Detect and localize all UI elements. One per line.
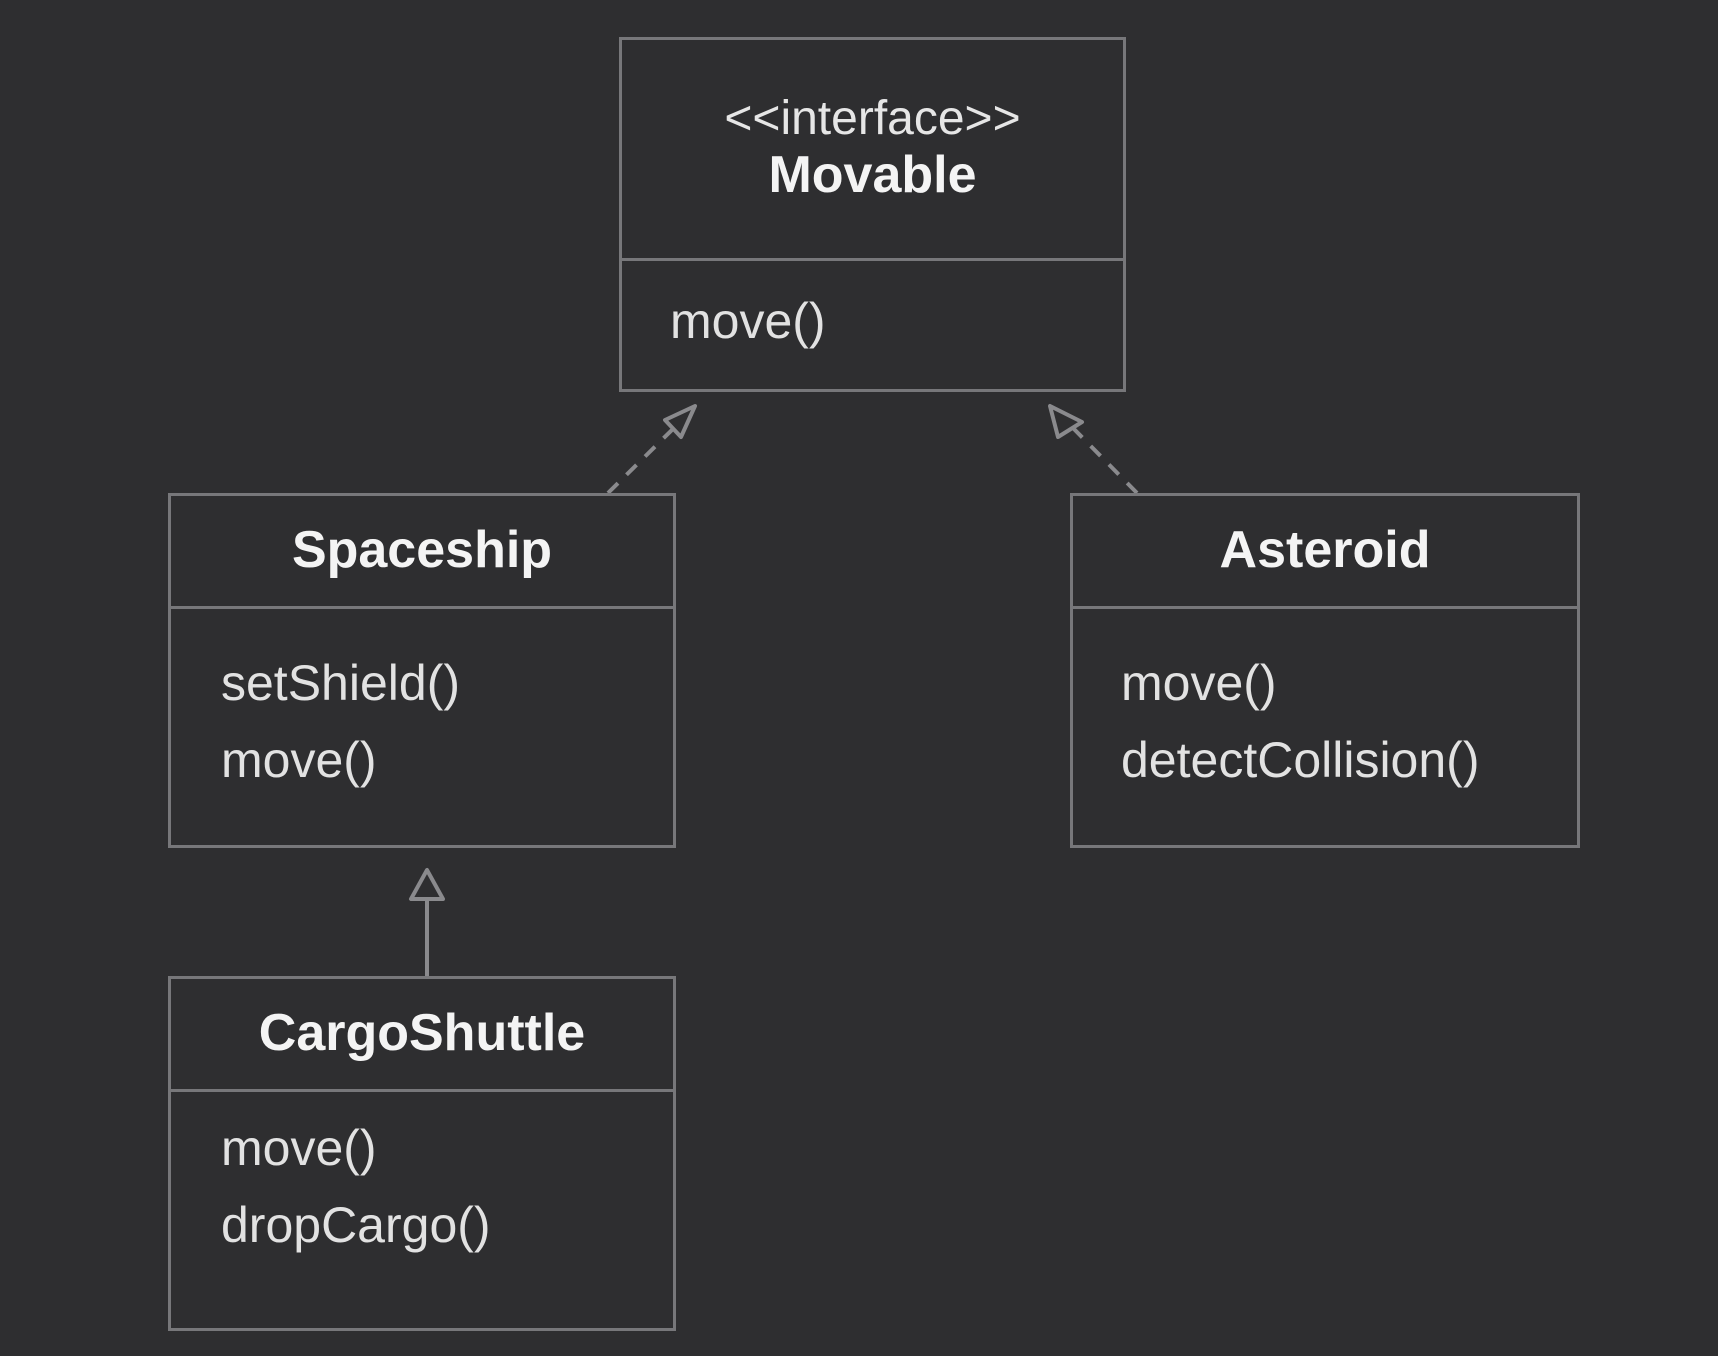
realization-arrow-asteroid-movable: [1048, 404, 1139, 495]
method-list-asteroid: move() detectCollision(): [1073, 609, 1577, 799]
method-item: move(): [221, 1120, 377, 1176]
method-list-spaceship: setShield() move(): [171, 609, 673, 799]
class-name-asteroid: Asteroid: [1219, 521, 1431, 580]
class-box-spaceship[interactable]: Spaceship setShield() move(): [168, 493, 676, 848]
method-item: setShield(): [221, 655, 460, 711]
class-name-movable: Movable: [768, 145, 977, 204]
class-name-spaceship: Spaceship: [291, 521, 553, 580]
class-box-movable[interactable]: <<interface>> Movable move(): [619, 37, 1126, 392]
class-header-asteroid: Asteroid: [1073, 496, 1577, 609]
class-header-spaceship: Spaceship: [171, 496, 673, 609]
method-item: detectCollision(): [1121, 732, 1480, 788]
method-item: move(): [670, 293, 826, 349]
method-item: move(): [1121, 655, 1277, 711]
realization-arrow-spaceship-movable: [606, 404, 697, 495]
generalization-arrow-cargoshuttle-spaceship: [409, 868, 445, 976]
class-box-cargoshuttle[interactable]: CargoShuttle move() dropCargo(): [168, 976, 676, 1331]
class-box-asteroid[interactable]: Asteroid move() detectCollision(): [1070, 493, 1580, 848]
method-list-movable: move(): [622, 261, 1123, 360]
class-header-cargoshuttle: CargoShuttle: [171, 979, 673, 1092]
class-header-movable: <<interface>> Movable: [622, 40, 1123, 261]
method-list-cargoshuttle: move() dropCargo(): [171, 1092, 673, 1264]
method-item: dropCargo(): [221, 1197, 491, 1253]
method-item: move(): [221, 732, 377, 788]
class-name-cargoshuttle: CargoShuttle: [258, 1004, 586, 1063]
stereotype-label: <<interface>>: [724, 91, 1021, 145]
